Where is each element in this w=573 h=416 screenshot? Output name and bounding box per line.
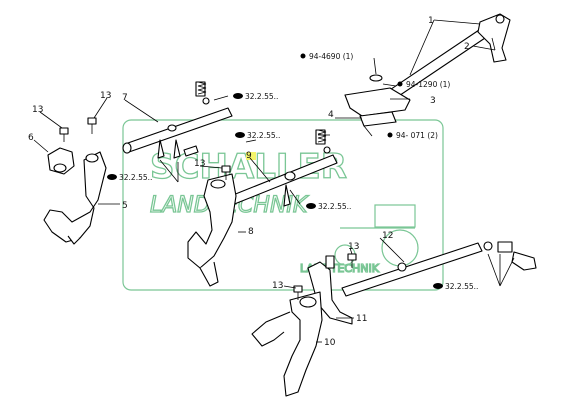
part-10-shift-fork	[251, 291, 323, 397]
callout-13-a: 13	[32, 105, 43, 115]
ref-label-8: 32.2.55..	[433, 282, 478, 291]
ref-label-5: 32.2.55..	[235, 131, 280, 140]
callout-numbers: 1 2 3 4 5 6 7 8 9 10 11 12 13 13 13 13 1…	[28, 16, 470, 348]
callout-13-b: 13	[100, 91, 111, 101]
part-6-block	[47, 147, 75, 175]
svg-text:32.2.55..: 32.2.55..	[245, 92, 278, 101]
ref-label-6: 32.2.55..	[107, 173, 152, 182]
callout-11: 11	[356, 314, 367, 324]
callout-13-c: 13	[194, 159, 205, 169]
callout-6: 6	[28, 133, 34, 143]
reference-labels: 94-4690 (1) 94-1290 (1) 94- 071 (2) 32.2…	[107, 52, 478, 291]
callout-13-e: 13	[272, 281, 283, 291]
ref-label-7: 32.2.55..	[306, 202, 351, 211]
callout-4: 4	[328, 110, 334, 120]
callout-2: 2	[464, 42, 470, 52]
ref-label-1: 94-4690 (1)	[300, 52, 353, 61]
part-9-highlight	[246, 152, 256, 160]
callout-1: 1	[428, 16, 434, 26]
svg-text:32.2.55..: 32.2.55..	[247, 131, 280, 140]
svg-text:94- 071 (2): 94- 071 (2)	[396, 131, 438, 140]
spring-icon	[317, 129, 327, 143]
ref-label-4: 32.2.55..	[233, 92, 278, 101]
part-11-bracket	[307, 255, 353, 325]
ref-label-3: 94- 071 (2)	[387, 131, 438, 140]
callout-5: 5	[122, 201, 128, 211]
callout-10: 10	[324, 338, 336, 348]
svg-text:32.2.55..: 32.2.55..	[318, 202, 351, 211]
callout-9: 9	[246, 151, 252, 161]
callout-13-d: 13	[348, 242, 359, 252]
svg-text:94-4690 (1): 94-4690 (1)	[309, 52, 353, 61]
ref-label-2: 94-1290 (1)	[397, 80, 450, 89]
bolts-and-springs	[59, 81, 357, 300]
watermark: SCHALLER LANDTECHNIK LANDTECHNIK	[122, 119, 444, 291]
callout-3: 3	[430, 96, 436, 106]
svg-text:32.2.55..: 32.2.55..	[445, 282, 478, 291]
spring-icon	[197, 81, 207, 95]
leader-lines	[33, 19, 515, 343]
part-1-shift-rod	[344, 13, 511, 127]
callout-7: 7	[122, 93, 128, 103]
svg-text:94-1290 (1): 94-1290 (1)	[406, 80, 450, 89]
part-5-shift-fork	[43, 151, 107, 245]
svg-text:32.2.55..: 32.2.55..	[119, 173, 152, 182]
callout-8: 8	[248, 227, 254, 237]
watermark-frame	[122, 119, 444, 291]
part-12-shift-rod	[341, 241, 537, 297]
part-8-shift-fork	[187, 173, 237, 287]
callout-12: 12	[382, 231, 393, 241]
